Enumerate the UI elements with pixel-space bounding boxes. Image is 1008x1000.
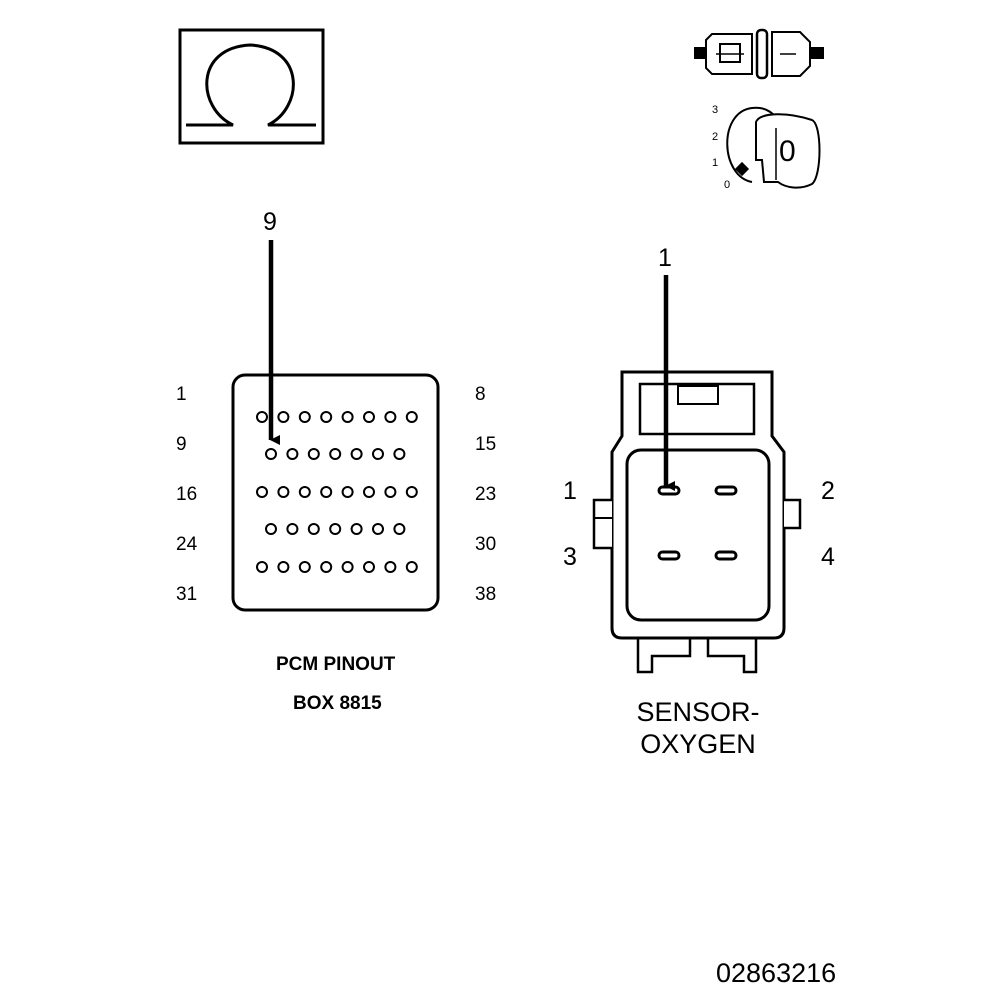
pcm-row-label-right: 15 [475,434,497,455]
pcm-pin [265,523,277,535]
pcm-pin [341,561,354,573]
sensor-pin-label-3: 3 [563,543,577,571]
pcm-pin [405,411,418,423]
pcm-pin [363,561,375,573]
pcm-pin [350,523,363,535]
sensor-callout-pin: 1 [658,244,672,272]
pcm-pin [329,523,342,535]
pcm-pin-array [256,411,418,573]
pcm-pin [265,448,277,460]
pcm-pin [307,448,320,460]
sensor-pin-label-4: 4 [821,543,835,571]
pcm-pin [405,561,418,573]
pcm-pin [384,561,397,573]
pcm-pin [307,523,320,535]
pcm-row-label-left: 24 [176,534,198,555]
sensor-pin-label-1: 1 [563,477,577,505]
pcm-row-label-left: 31 [176,584,198,605]
pcm-pin [286,448,299,460]
pcm-pin [256,411,268,423]
sensor-caption-line2: OXYGEN [640,729,756,759]
ignition-switch-icon [726,106,821,189]
pcm-pin [384,486,397,498]
pcm-row-label-right: 30 [475,534,497,555]
pcm-pin [384,411,397,423]
pcm-pin [350,448,363,460]
pcm-pin [277,486,290,498]
pcm-pin [341,411,354,423]
pcm-pin [341,486,354,498]
ignition-key-label: 0 [779,135,796,168]
pcm-pin [320,561,333,573]
pcm-caption-line1: PCM PINOUT [276,654,396,675]
pcm-row-label-right: 23 [475,484,497,505]
ignition-position-0: 0 [724,179,731,191]
pcm-pin [286,523,299,535]
pcm-pin [277,561,290,573]
pcm-row-label-left: 1 [176,384,187,405]
pcm-pin [320,411,333,423]
figure-id: 02863216 [716,958,837,988]
pcm-callout-pin: 9 [263,208,277,236]
pcm-pin [372,523,384,535]
pcm-row-label-left: 9 [176,434,187,455]
pcm-pin [363,486,375,498]
pcm-row-label-left: 16 [176,484,198,505]
pcm-pin [363,411,375,423]
pcm-pin [277,411,290,423]
ignition-position-2: 2 [712,131,719,143]
pcm-pin [393,523,406,535]
pcm-pin [298,561,311,573]
pcm-pin [256,486,268,498]
pcm-pin [298,486,311,498]
pcm-row-label-right: 38 [475,584,497,605]
pcm-pin [256,561,268,573]
sensor-pin-label-2: 2 [821,477,835,505]
ignition-position-3: 3 [712,104,719,116]
pcm-row-label-right: 8 [475,384,486,405]
pcm-pin [372,448,384,460]
oxygen-sensor-connector [592,370,802,674]
pcm-pin [393,448,406,460]
sensor-caption-line1: SENSOR- [636,697,760,727]
ignition-position-1: 1 [712,157,719,169]
ohmmeter-icon [178,28,325,145]
pcm-connector [231,373,440,612]
pcm-pin [405,486,418,498]
disconnected-connector-icon [694,28,824,80]
pcm-pin [329,448,342,460]
pcm-pin [298,411,311,423]
pcm-caption-line2: BOX 8815 [293,693,382,714]
pcm-pin [320,486,333,498]
